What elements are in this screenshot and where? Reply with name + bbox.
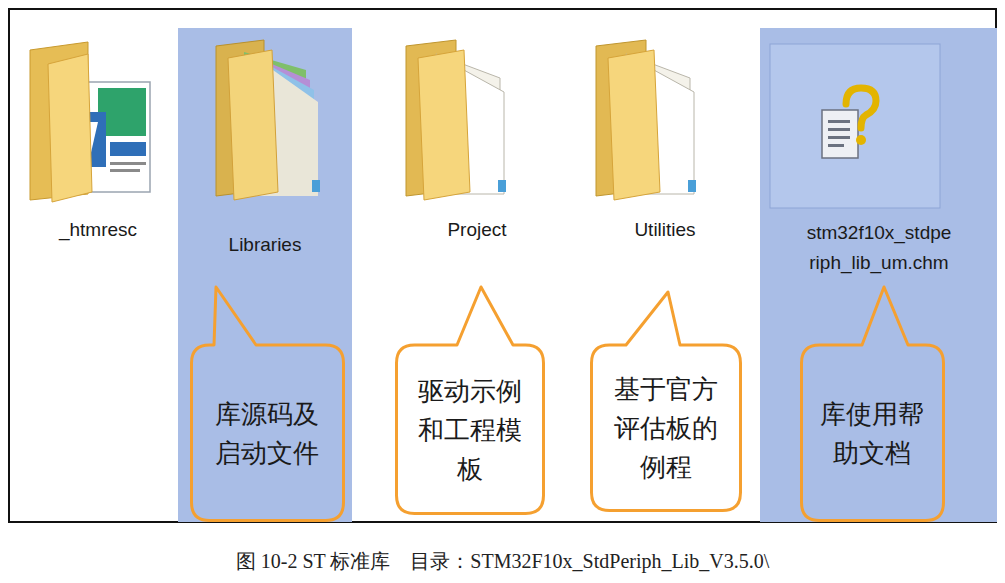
callout-text: 库源码及启动文件 (212, 395, 324, 473)
file-name-label: Libraries (185, 230, 345, 260)
file-name-label: stm32f10x_stdperiph_lib_um.chm (804, 218, 954, 278)
figure-caption: 图 10-2 ST 标准库 目录：STM32F10x_StdPeriph_Lib… (0, 548, 1005, 574)
chm-file-icon (770, 44, 940, 208)
folder-name-label: Project (407, 218, 547, 242)
callout-text-area: 库使用帮助文档 (800, 345, 945, 522)
callout-bubble: 库使用帮助文档 (800, 285, 945, 522)
htmresc-folder-icon (30, 42, 150, 202)
callout-text: 驱动示例和工程模板 (414, 372, 526, 489)
callout-text: 库使用帮助文档 (817, 395, 929, 473)
callout-shape (192, 287, 344, 521)
callout-text: 基于官方评估板的例程 (610, 370, 722, 487)
callout-bubble: 库源码及启动文件 (190, 285, 345, 522)
callout-text-area: 库源码及启动文件 (190, 345, 345, 522)
highlight-band: Libraries 库源码及启动文件 (178, 28, 352, 522)
folder-name-label: Utilities (595, 218, 735, 242)
callout-text-area: 基于官方评估板的例程 (590, 345, 742, 512)
highlight-band: stm32f10x_stdperiph_lib_um.chm 库使用帮助文档 (760, 28, 997, 522)
callout-bubble: 驱动示例和工程模板 (395, 285, 545, 515)
callout-shape (592, 292, 741, 511)
callout-text-area: 驱动示例和工程模板 (395, 345, 545, 515)
project-folder-icon (406, 40, 506, 200)
utilities-folder-icon (596, 40, 696, 200)
callout-bubble: 基于官方评估板的例程 (590, 290, 742, 512)
folder-name-label: _htmresc (28, 218, 168, 242)
callout-shape (802, 287, 944, 521)
callout-shape (397, 287, 544, 514)
libraries-folder-icon (216, 40, 320, 200)
